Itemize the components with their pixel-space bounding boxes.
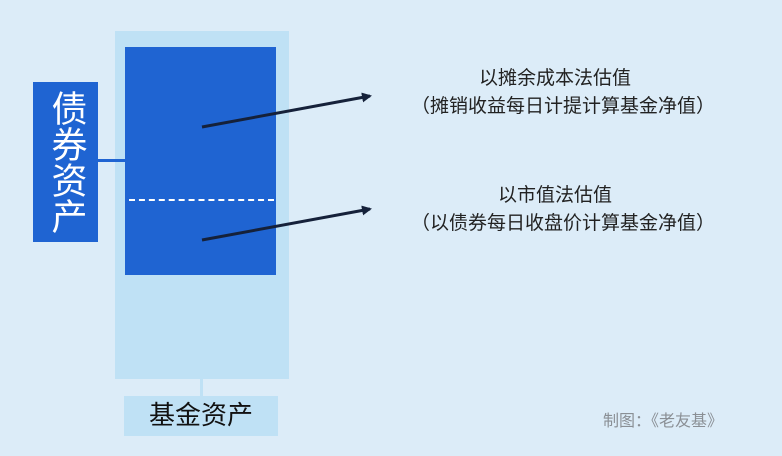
amortized-cost-title: 以摊余成本法估值: [478, 67, 631, 89]
market-value-subtitle: （以债券每日收盘价计算基金净值）: [410, 212, 715, 234]
market-value-title: 以市值法估值: [497, 184, 612, 206]
bond-assets-block: [125, 47, 276, 275]
chart-credit: 制图：《老友基》: [603, 411, 724, 430]
fund-assets-label: 基金资产: [124, 396, 278, 436]
bond-label-connector: [98, 159, 125, 162]
amortized-cost-subtitle: （摊销收益每日计提计算基金净值）: [410, 95, 715, 117]
bond-assets-label-text: 债券资产: [45, 90, 87, 234]
bond-assets-label: 债券资产: [33, 82, 98, 242]
arrow-to-amortized-cost: [201, 92, 372, 129]
arrow-to-market-value: [201, 205, 372, 242]
valuation-divider-line: [129, 199, 274, 201]
fund-label-connector: [200, 379, 203, 396]
